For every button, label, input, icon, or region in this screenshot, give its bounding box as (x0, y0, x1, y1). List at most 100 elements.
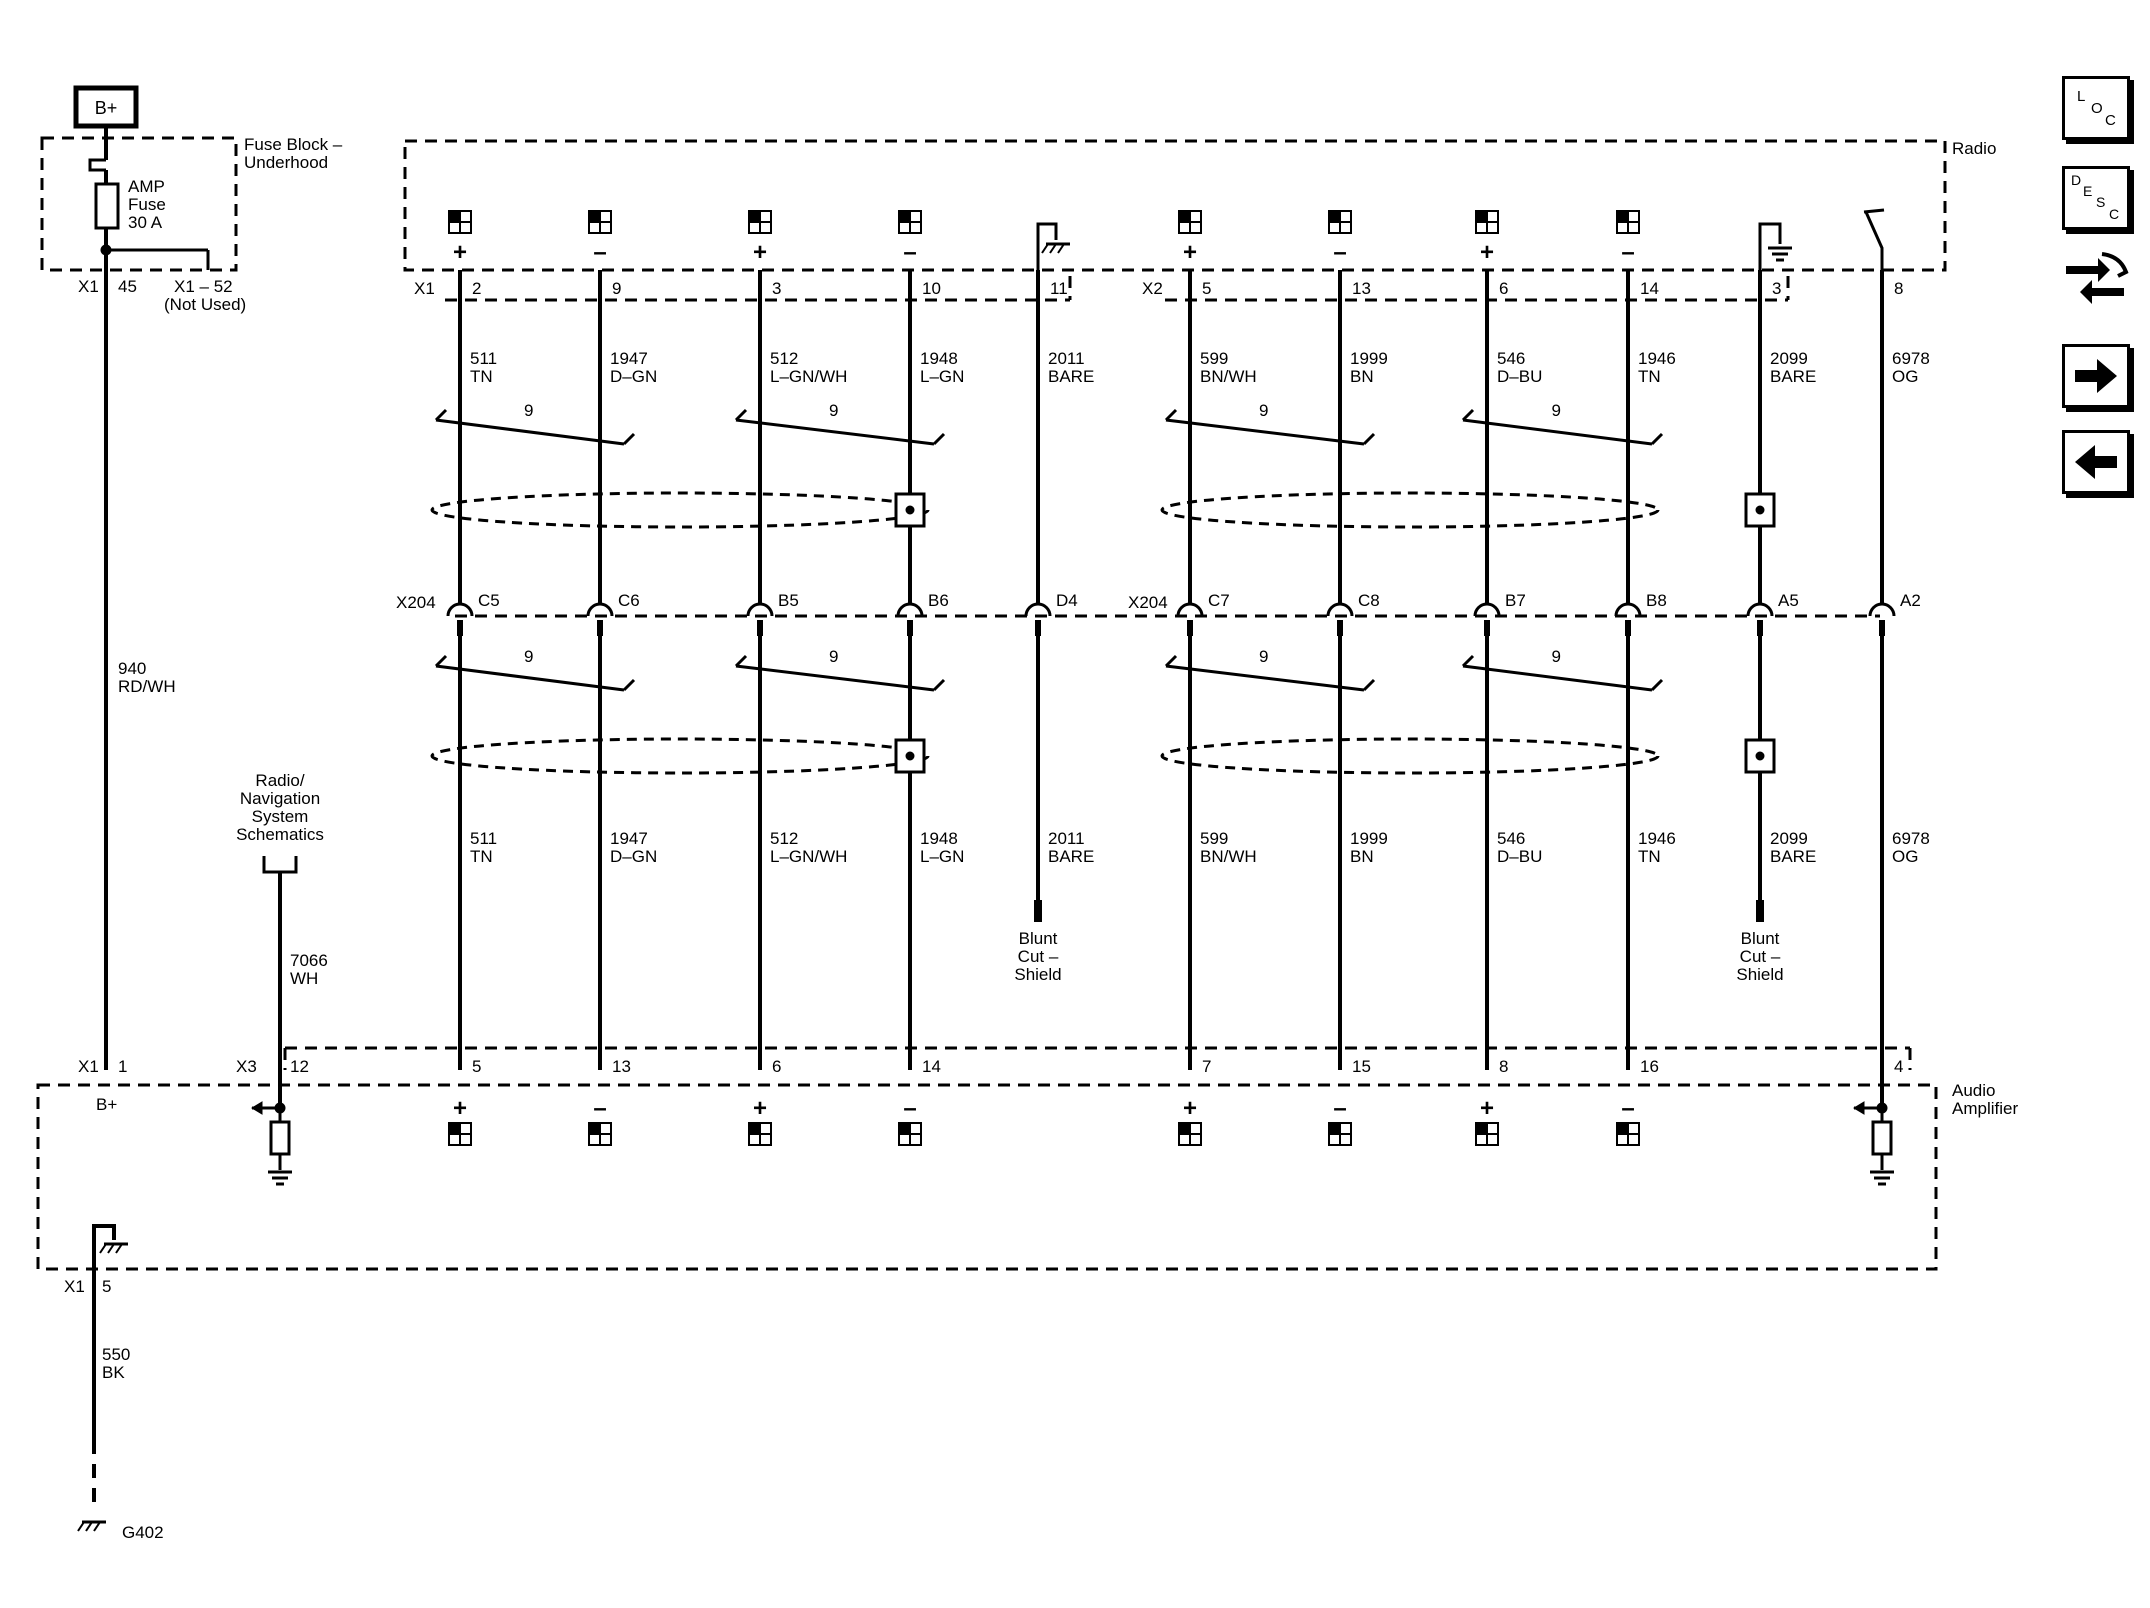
shield-drain-2099-top (1758, 222, 1782, 270)
x204-label-right: X204 (1128, 593, 1168, 612)
radio-color-top-2: L–GN/WH (770, 367, 847, 386)
circuit-550-color: BK (102, 1363, 125, 1382)
radio-x2-label: X2 (1142, 279, 1163, 298)
x204-label-left: X204 (396, 593, 436, 612)
radio-title: Radio (1952, 139, 1996, 158)
radio-pin-3: 10 (922, 279, 941, 298)
circuit-550-number: 550 (102, 1345, 130, 1364)
radio-circuit-top-4: 2011 (1048, 349, 1085, 368)
circuit-7066-color: WH (290, 969, 318, 988)
radio-sign-8: – (1621, 239, 1634, 266)
amplifier-title-line1: Audio (1952, 1081, 1995, 1100)
shield-right-lower (1160, 737, 1660, 775)
fuse-block-title-line2: Underhood (244, 153, 328, 172)
blunt-cut-0-line2: Cut – (1018, 947, 1059, 966)
circuit-lower-color-6: BN (1350, 847, 1374, 866)
radio-color-top-10: OG (1892, 367, 1918, 386)
previous-page-button[interactable] (2062, 430, 2130, 494)
radio-color-top-0: TN (470, 367, 493, 386)
amp-pin-4: 7 (1202, 1057, 1211, 1076)
circuit-lower-color-0: TN (470, 847, 493, 866)
amp-ground-wire (92, 1224, 116, 1290)
circuit-lower-number-9: 2099 (1770, 829, 1808, 848)
twist-marker-0-0 (435, 418, 625, 446)
radio-circuit-top-10: 6978 (1892, 349, 1930, 368)
circuit-lower-color-4: BARE (1048, 847, 1094, 866)
fuse-block-title-line1: Fuse Block – (244, 135, 343, 154)
shield-drain-box-right-upper (1744, 492, 1776, 528)
circuit-lower-number-8: 1946 (1638, 829, 1676, 848)
amp-pin-12: 12 (290, 1057, 309, 1076)
circuit-lower-number-10: 6978 (1892, 829, 1930, 848)
x204-terminal-7 (1473, 602, 1501, 617)
amp-ground-pin: 5 (102, 1277, 111, 1296)
radio-pin-9: 3 (1772, 279, 1781, 298)
x204-terminal-1 (586, 602, 614, 617)
x204-terminal-4 (1024, 602, 1052, 617)
circuit-lower-color-3: L–GN (920, 847, 964, 866)
x204-terminal-0 (446, 602, 474, 617)
amp-sign-0: + (453, 1095, 467, 1122)
nav-ref-line1: Radio/ (255, 771, 304, 790)
twist-count-0-3: 9 (1552, 401, 1561, 420)
x204-terminal-3 (896, 602, 924, 617)
fuse-element (94, 182, 120, 230)
radio-sign-0: + (453, 239, 467, 266)
amp-pin-2: 6 (772, 1057, 781, 1076)
radio-sign-7: + (1480, 239, 1494, 266)
radio-pin-5: 5 (1202, 279, 1211, 298)
twist-marker-0-1 (735, 418, 935, 446)
radio-color-top-3: L–GN (920, 367, 964, 386)
arrow-left-icon (2075, 445, 2117, 479)
fuse-conn-x1: X1 (78, 277, 99, 296)
circuit-lower-number-4: 2011 (1048, 829, 1085, 848)
amp-sign-3: – (903, 1095, 916, 1122)
blunt-cut-0-line3: Shield (1014, 965, 1061, 984)
radio-sign-6: – (1333, 239, 1346, 266)
x204-terminal-5 (1176, 602, 1204, 617)
radio-circuit-top-6: 1999 (1350, 349, 1388, 368)
x204-cavity-1: C6 (618, 591, 640, 610)
x204-cavity-8: B8 (1646, 591, 1667, 610)
twist-count-1-1: 9 (829, 647, 838, 666)
location-button[interactable]: L O C (2062, 76, 2130, 140)
nav-ref-bracket (262, 856, 298, 874)
fuse-block-outline (40, 136, 238, 272)
amp-pin-0: 5 (472, 1057, 481, 1076)
amp-pin-6: 8 (1499, 1057, 1508, 1076)
circuit-lower-number-3: 1948 (920, 829, 958, 848)
radio-circuit-top-9: 2099 (1770, 349, 1808, 368)
fuse-unused-line2: (Not Used) (164, 295, 246, 314)
radio-circuit-top-7: 546 (1497, 349, 1525, 368)
desc-letter-2: E (2083, 183, 2092, 199)
circuit-lower-color-5: BN/WH (1200, 847, 1257, 866)
amp-pin-3: 14 (922, 1057, 941, 1076)
twist-marker-0-3 (1462, 418, 1653, 446)
radio-sign-2: + (753, 239, 767, 266)
nav-ref-line4: Schematics (236, 825, 324, 844)
shield-left-upper (430, 491, 930, 529)
circuit-lower-number-5: 599 (1200, 829, 1228, 848)
x204-cavity-6: C8 (1358, 591, 1380, 610)
radio-circuit-top-1: 1947 (610, 349, 648, 368)
x204-cavity-4: D4 (1056, 591, 1078, 610)
twist-count-0-2: 9 (1259, 401, 1268, 420)
service-info-icon[interactable] (2058, 246, 2132, 320)
x204-terminal-8 (1614, 602, 1642, 617)
description-button[interactable]: D E S C (2062, 166, 2130, 230)
circuit-lower-number-6: 1999 (1350, 829, 1388, 848)
x204-terminal-9 (1746, 602, 1774, 617)
amp-pin-7: 16 (1640, 1057, 1659, 1076)
amp-input-6978-resistor (1871, 1120, 1893, 1156)
shield-left-lower (430, 737, 930, 775)
desc-letter-3: S (2096, 194, 2105, 210)
loc-letter-1: L (2077, 88, 2085, 105)
twist-marker-1-1 (735, 664, 935, 692)
circuit-lower-number-0: 511 (470, 829, 497, 848)
fuse-label-line2: Fuse (128, 195, 166, 214)
radio-pin-7: 6 (1499, 279, 1508, 298)
radio-circuit-top-5: 599 (1200, 349, 1228, 368)
radio-sign-3: – (903, 239, 916, 266)
next-page-button[interactable] (2062, 344, 2130, 408)
